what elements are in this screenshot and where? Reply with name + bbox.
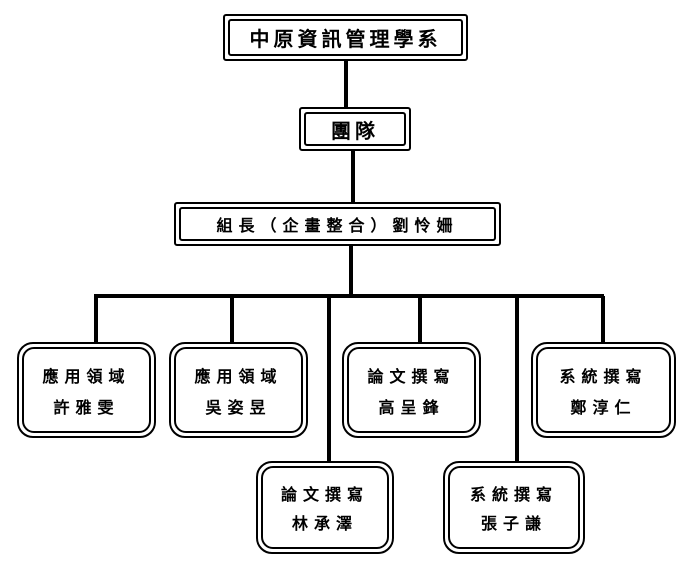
member-box: 應用領域吳姿昱 xyxy=(169,342,308,438)
department-box: 中原資訊管理學系 xyxy=(223,14,468,61)
member-role: 系統撰寫 xyxy=(469,484,558,504)
team-box: 團隊 xyxy=(299,107,411,151)
member-name: 林承澤 xyxy=(291,514,358,534)
member-role: 應用領域 xyxy=(42,366,131,386)
member-role: 論文撰寫 xyxy=(367,366,456,386)
member-name: 張子謙 xyxy=(480,514,547,534)
member-name: 許雅雯 xyxy=(53,397,120,417)
member-name: 鄭淳仁 xyxy=(570,397,637,417)
member-box: 應用領域許雅雯 xyxy=(17,342,156,438)
member-name: 吳姿昱 xyxy=(205,397,272,417)
member-role: 系統撰寫 xyxy=(559,366,648,386)
member-role: 應用領域 xyxy=(194,366,283,386)
team-title: 團隊 xyxy=(304,112,406,146)
member-box: 論文撰寫高呈鋒 xyxy=(342,342,481,438)
member-box: 系統撰寫張子謙 xyxy=(443,461,585,554)
member-box: 系統撰寫鄭淳仁 xyxy=(531,342,676,438)
leader-title: 組長（企畫整合）劉怜姍 xyxy=(179,207,496,241)
member-name: 高呈鋒 xyxy=(378,397,445,417)
department-title: 中原資訊管理學系 xyxy=(228,19,463,56)
member-role: 論文撰寫 xyxy=(280,484,369,504)
leader-box: 組長（企畫整合）劉怜姍 xyxy=(174,202,501,246)
member-box: 論文撰寫林承澤 xyxy=(256,461,394,554)
